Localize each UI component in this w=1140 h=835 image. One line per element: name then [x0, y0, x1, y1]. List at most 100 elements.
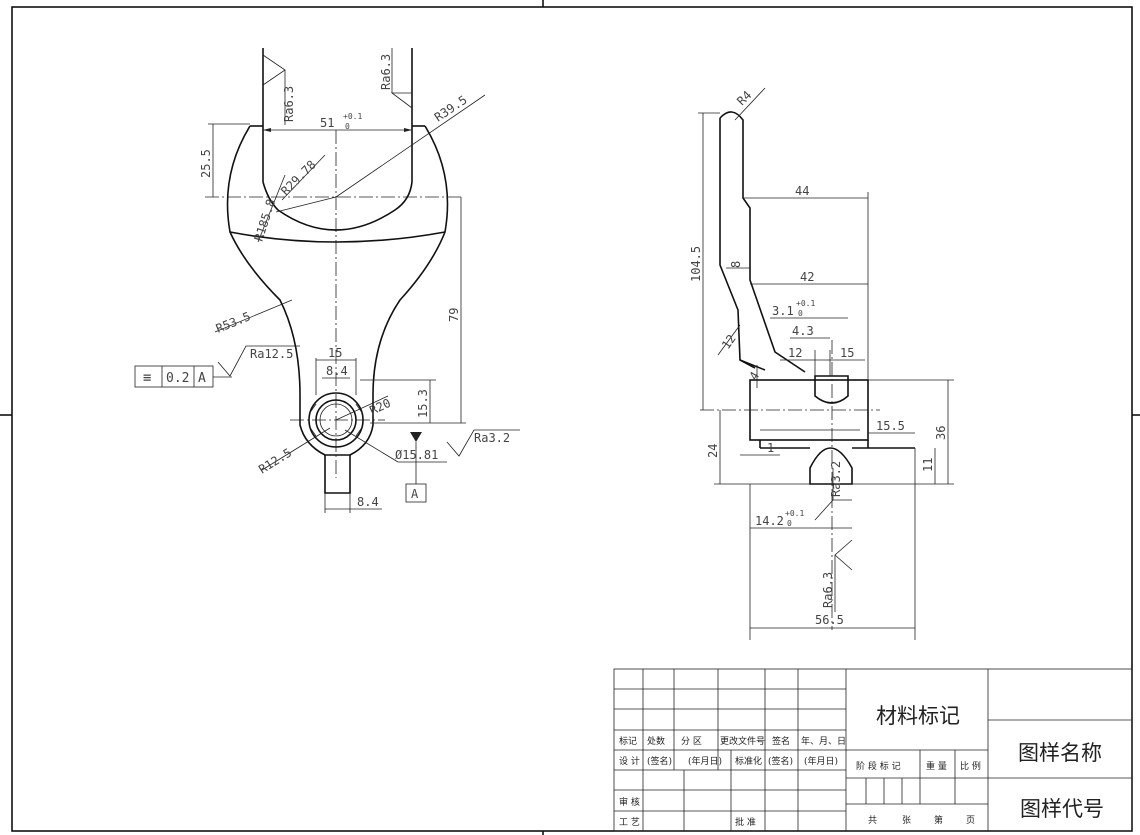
dim-8-4-text: 8.4: [326, 364, 348, 378]
weight-label: 重 量: [926, 760, 947, 772]
r29-78-leader-ext: [281, 154, 326, 201]
r29-78-text: R29.78: [278, 158, 319, 199]
r20-text: R20: [367, 396, 393, 418]
review-label: 审 核: [619, 796, 640, 808]
roughness-bore-symbol: [446, 429, 520, 457]
dim-12b-text: 12: [788, 346, 802, 360]
symmetry-icon: ≡: [143, 370, 151, 386]
side-view: R4 104.5 44 8 42 3.1 +0.1 0 4.3 12 12 15: [689, 87, 954, 640]
roughness-right-top-text: Ra6.3: [379, 54, 393, 90]
title-block: 材料标记 图样名称 图样代号 标记 处数 分 区 更改文件号 签名 年、月、日 …: [613, 668, 1133, 832]
process-label: 工 艺: [619, 817, 640, 828]
row-standard-sign: (签名): [768, 755, 793, 767]
hub-outer-circle: [308, 392, 364, 448]
r4-leader: [734, 87, 766, 121]
dim-8-text: 8: [729, 261, 743, 268]
rev-header-sign: 签名: [772, 735, 790, 747]
row-standard-label: 标准化: [735, 755, 762, 767]
dim-14-2-text: 14.2: [755, 514, 784, 528]
rev-header-date: 年、月、日: [801, 735, 846, 747]
dim-3-1-tol-lower: 0: [798, 309, 803, 318]
drawing-name: 图样名称: [1018, 741, 1102, 765]
r185-8-text: R185.8: [252, 197, 279, 243]
row-design-sign: (签名): [647, 755, 672, 767]
drawing-border: [11, 6, 1133, 832]
page-label: 页: [966, 815, 975, 826]
roughness-left-top-text: Ra6.3: [282, 86, 296, 122]
r4-text: R4: [734, 88, 754, 108]
dim-15-3-text: 15.3: [416, 389, 430, 418]
tolerance-frame: [134, 365, 214, 388]
top-slot: [814, 375, 849, 404]
datum-triangle: [410, 432, 422, 442]
roughness-slot-symbol: [814, 499, 852, 521]
dim-4-3-text: 4.3: [792, 324, 814, 338]
roughness-bottom-text: Ra6.3: [821, 572, 835, 608]
dim-51-tol-lower: 0: [345, 122, 350, 131]
bottom-slot: [809, 447, 853, 485]
stage-mark-label: 阶 段 标 记: [856, 760, 901, 772]
dim-12a-text: 12: [719, 332, 739, 352]
dim-36-text: 36: [934, 426, 948, 440]
r29-78-leader: [275, 196, 337, 213]
tolerance-datum: A: [198, 371, 206, 386]
r53-5-text: R53.5: [214, 309, 253, 336]
datum-box: [405, 483, 427, 503]
rev-header-count: 处数: [647, 735, 665, 747]
dim-3-1-text: 3.1: [772, 304, 794, 318]
dim-79-text: 79: [447, 308, 461, 322]
sheet-unit-label: 张: [902, 815, 911, 826]
roughness-left-top-symbol: [262, 54, 286, 86]
bore-dia-leader: [344, 429, 399, 463]
r12-5-leader: [261, 427, 331, 471]
scale-label: 比 例: [960, 760, 981, 772]
dim-3-1-tol-upper: +0.1: [796, 299, 815, 308]
drawing-code: 图样代号: [1020, 797, 1104, 821]
r12-5-text: R12.5: [256, 446, 294, 477]
dim-56-5-text: 56.5: [815, 613, 844, 627]
dim-14-2-tol-upper: +0.1: [785, 509, 804, 518]
dim-44-text: 44: [795, 184, 809, 198]
rev-header-mark: 标记: [619, 735, 637, 747]
fork-inner-arc: [262, 181, 413, 231]
dim-42-text: 42: [800, 270, 814, 284]
fork-outer-profile: [226, 125, 449, 456]
roughness-hub-symbol: [217, 345, 300, 377]
dim-51-tol-upper: +0.1: [343, 112, 362, 121]
dim-12a-line: [717, 324, 741, 356]
dim-1-text: 1: [767, 441, 774, 455]
dim-104-5-text: 104.5: [689, 246, 703, 282]
roughness-bottom-symbol: [834, 539, 853, 571]
r20-leader: [335, 395, 389, 421]
bore-dia-text: Ø15.81: [395, 448, 438, 462]
sheet-no-label: 第: [934, 814, 943, 826]
dim-24-text: 24: [706, 444, 720, 458]
r39-5-leader: [335, 94, 486, 198]
dim-15-text: 15: [328, 346, 342, 360]
dim-14-2-tol-lower: 0: [787, 519, 792, 528]
rev-header-doc: 更改文件号: [720, 735, 765, 747]
row-design-date: (年月日): [688, 755, 722, 767]
roughness-hub-text: Ra12.5: [250, 347, 293, 361]
dim-8-4b-text: 8.4: [357, 495, 379, 509]
r53-5-leader: [214, 299, 293, 333]
dim-15-5-text: 15.5: [876, 419, 905, 433]
dim-15-side-text: 15: [840, 346, 854, 360]
datum-label: A: [411, 487, 419, 501]
dim-51-text: 51: [320, 116, 334, 130]
sheet-total-label: 共: [868, 815, 877, 826]
row-design-label: 设 计: [619, 755, 640, 767]
row-standard-date: (年月日): [804, 755, 838, 767]
rev-header-zone: 分 区: [681, 736, 702, 747]
r185-8-leader: [257, 174, 286, 243]
roughness-bore-text: Ra3.2: [474, 431, 510, 445]
roughness-right-top-symbol: [390, 92, 413, 109]
tolerance-value: 0.2: [166, 371, 189, 386]
roughness-slot-text: Ra3.2: [829, 461, 843, 497]
bottom-tab: [324, 455, 351, 494]
hub-bore-inner-circle: [319, 403, 353, 437]
hub-bore-circle: [315, 399, 357, 441]
dim-11-text: 11: [921, 458, 935, 472]
front-view: 51 +0.1 0 25.5 R39.5 R29.78 R185.8 79 R5…: [134, 48, 520, 513]
